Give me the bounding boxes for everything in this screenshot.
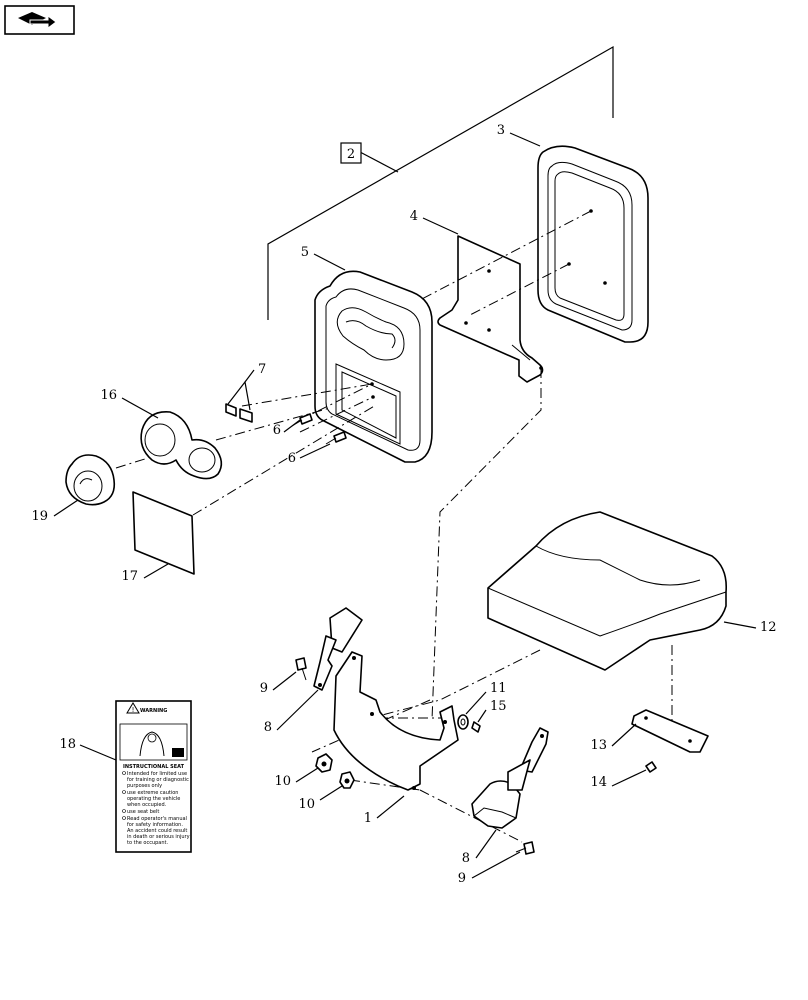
part-bolt-15 — [471, 721, 481, 733]
leader-8b — [475, 829, 497, 859]
leader-10a — [295, 767, 319, 783]
decal-line: to the occupant. — [127, 840, 168, 846]
decal-line: when occupied. — [127, 802, 167, 808]
decal-line: for training or diagnostic — [127, 777, 189, 783]
decal-line: use extreme caution — [127, 790, 178, 796]
leader-6b — [299, 443, 331, 459]
leader-16 — [121, 397, 159, 419]
leader-18 — [79, 744, 117, 761]
callout-13-label: 13 — [590, 738, 607, 753]
callout-11-label: 11 — [490, 681, 507, 696]
callout-17-label: 17 — [121, 569, 138, 584]
part-back-cover — [537, 145, 649, 343]
decal-line: use seat belt — [127, 809, 159, 815]
leader-19 — [53, 499, 79, 517]
part-back-housing — [314, 270, 433, 463]
part-warning-decal: ! WARNING INSTRUCTIONAL SEAT Intended fo… — [115, 700, 192, 853]
callout-8a-label: 8 — [264, 720, 272, 735]
leader-14 — [611, 769, 647, 787]
leader-1 — [376, 795, 405, 819]
leader-15 — [477, 709, 487, 723]
part-cover-panel — [132, 491, 195, 575]
callout-10a-label: 10 — [274, 774, 291, 789]
part-seat-belt-left — [313, 607, 363, 691]
part-back-plate — [437, 235, 544, 383]
leader-3 — [509, 132, 541, 147]
decal-line: purposes only — [127, 783, 162, 789]
part-nut-10b — [339, 771, 355, 789]
callout-15-label: 15 — [490, 699, 507, 714]
callout-18-label: 18 — [59, 737, 76, 752]
part-bolt-9a — [295, 657, 307, 681]
decal-line: An accident could result — [127, 828, 187, 834]
part-strap-plate — [631, 709, 709, 753]
navigation-icon-button[interactable] — [4, 5, 75, 35]
book-arrow-icon — [18, 12, 57, 29]
callout-9a-label: 9 — [260, 681, 268, 696]
callout-4-label: 4 — [410, 209, 418, 224]
leader-7 — [244, 369, 255, 383]
decal-line: in death or serious injury — [127, 834, 190, 840]
leader-6a — [283, 419, 301, 433]
leader-11 — [465, 691, 487, 715]
leader-4 — [422, 217, 459, 235]
callout-9b-label: 9 — [458, 871, 466, 886]
decal-line: for safety information. — [127, 822, 183, 828]
callout-6b-label: 6 — [288, 451, 296, 466]
part-nut-10a — [315, 753, 333, 773]
part-seat-cushion — [487, 511, 728, 671]
callout-8b-label: 8 — [462, 851, 470, 866]
leader-17 — [143, 563, 169, 579]
leader-10b — [319, 785, 343, 801]
leader-8a — [276, 689, 319, 731]
callout-2-label: 2 — [347, 147, 355, 162]
part-washer-11 — [457, 714, 469, 730]
callout-5-label: 5 — [301, 245, 309, 260]
decal-warning-text: WARNING — [140, 708, 167, 714]
callout-2: 2 — [340, 142, 362, 164]
callout-6a-label: 6 — [273, 423, 281, 438]
part-gauge-trim — [140, 411, 223, 480]
leader-9a — [272, 671, 297, 691]
part-clips — [225, 380, 253, 423]
decal-line: Read operator's manual — [127, 816, 187, 822]
part-seat-bracket — [333, 651, 459, 791]
part-plug — [65, 454, 116, 506]
decal-heading: INSTRUCTIONAL SEAT — [123, 764, 185, 770]
svg-text:!: ! — [132, 706, 135, 714]
callout-3-label: 3 — [497, 123, 505, 138]
leader-9b — [471, 851, 521, 879]
callout-12-label: 12 — [760, 620, 777, 635]
part-screw-6b — [325, 431, 347, 445]
callout-1-label: 1 — [364, 811, 372, 826]
leader-12 — [723, 621, 757, 629]
leader-5 — [313, 253, 346, 271]
decal-line: operating the vehicle — [127, 796, 180, 802]
part-seat-belt-buckle — [471, 727, 549, 829]
callout-7-label: 7 — [258, 362, 266, 377]
decal-line: Intended for limited use — [127, 771, 187, 777]
assembly-bracket — [267, 45, 614, 320]
part-bolt-9b — [515, 841, 535, 855]
leader-13 — [611, 723, 637, 747]
part-screw-14 — [645, 761, 657, 773]
callout-19-label: 19 — [31, 509, 48, 524]
callout-16-label: 16 — [100, 388, 117, 403]
callout-10b-label: 10 — [298, 797, 315, 812]
callout-14-label: 14 — [590, 775, 607, 790]
